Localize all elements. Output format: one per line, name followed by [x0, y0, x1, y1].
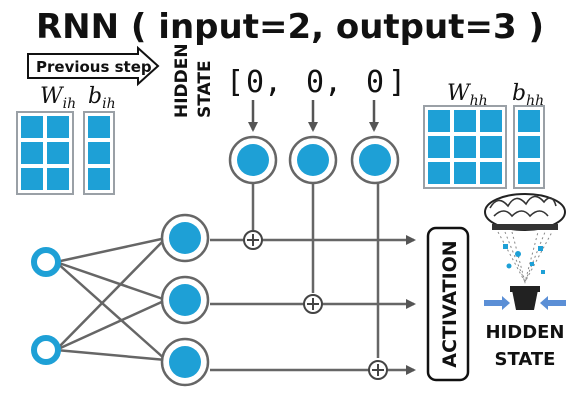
w-hh-matrix-cell [428, 136, 450, 158]
w-hh-matrix-cell [454, 136, 476, 158]
diagram-title: RNN ( input=2, output=3 ) [36, 7, 544, 47]
svg-text:bhh: bhh [512, 81, 544, 109]
svg-text:STATE: STATE [495, 349, 556, 370]
w-ih-matrix-cell [47, 116, 69, 138]
svg-text:HIDDEN: HIDDEN [172, 43, 192, 118]
middle-node-2 [160, 275, 210, 325]
w-ih-matrix [16, 111, 74, 195]
blender-illustration-icon [484, 193, 566, 310]
plus-junction-3 [368, 360, 388, 380]
activation-box: ACTIVATION [426, 226, 470, 382]
w-hh-matrix-cell [428, 162, 450, 184]
previous-step-arrow: Previous step [27, 45, 160, 87]
middle-node-1 [160, 213, 210, 263]
vector-open-bracket: [ [226, 65, 244, 100]
b-ih-label: bih [88, 84, 116, 112]
vector-value-1: 0, [246, 65, 282, 100]
vector-to-hidden-arrows [248, 100, 379, 132]
svg-text:Wih: Wih [40, 84, 76, 112]
w-hh-matrix-cell [454, 110, 476, 132]
b-hh-matrix-cell [518, 162, 540, 184]
w-hh-label: Whh [447, 81, 488, 109]
middle-node-3 [160, 337, 210, 387]
w-hh-matrix-cell [428, 110, 450, 132]
hidden-node-3 [350, 135, 400, 185]
hidden-state-vector: [ 0, 0, 0 ] [226, 65, 406, 100]
w-ih-matrix-cell [21, 116, 43, 138]
b-ih-matrix [83, 111, 115, 195]
vector-value-3: 0 [366, 65, 384, 100]
svg-text:bih: bih [88, 84, 116, 112]
svg-text:STATE: STATE [195, 60, 215, 118]
plus-junction-1 [243, 230, 263, 250]
w-hh-matrix-cell [480, 110, 502, 132]
plus-junction-2 [303, 294, 323, 314]
hidden-node-2 [288, 135, 338, 185]
input-arrows-icon [484, 296, 566, 310]
w-hh-matrix-cell [454, 162, 476, 184]
w-ih-matrix-cell [21, 142, 43, 164]
svg-text:Whh: Whh [447, 81, 488, 109]
hidden-state-vertical-label: HIDDEN STATE [172, 43, 215, 118]
input-node-2 [31, 335, 61, 365]
svg-text:HIDDEN: HIDDEN [485, 322, 564, 343]
b-ih-matrix-cell [88, 142, 110, 164]
hidden-vertical-lines [251, 182, 380, 358]
b-hh-matrix-cell [518, 136, 540, 158]
previous-step-label: Previous step [36, 58, 152, 76]
b-hh-label: bhh [512, 81, 544, 109]
b-ih-matrix-cell [88, 116, 110, 138]
b-ih-matrix-cell [88, 168, 110, 190]
w-hh-matrix [423, 105, 507, 189]
w-ih-matrix-cell [47, 168, 69, 190]
vector-close-bracket: ] [388, 65, 406, 100]
activation-label: ACTIVATION [439, 240, 461, 367]
w-ih-matrix-cell [47, 142, 69, 164]
hidden-node-1 [228, 135, 278, 185]
b-hh-matrix-cell [518, 110, 540, 132]
b-hh-matrix [513, 105, 545, 189]
vector-value-2: 0, [306, 65, 342, 100]
w-ih-label: Wih [40, 84, 76, 112]
w-ih-matrix-cell [21, 168, 43, 190]
w-hh-matrix-cell [480, 162, 502, 184]
w-hh-matrix-cell [480, 136, 502, 158]
input-connections [55, 236, 167, 362]
output-hidden-state-label: HIDDEN STATE [485, 322, 564, 370]
input-node-1 [31, 247, 61, 277]
